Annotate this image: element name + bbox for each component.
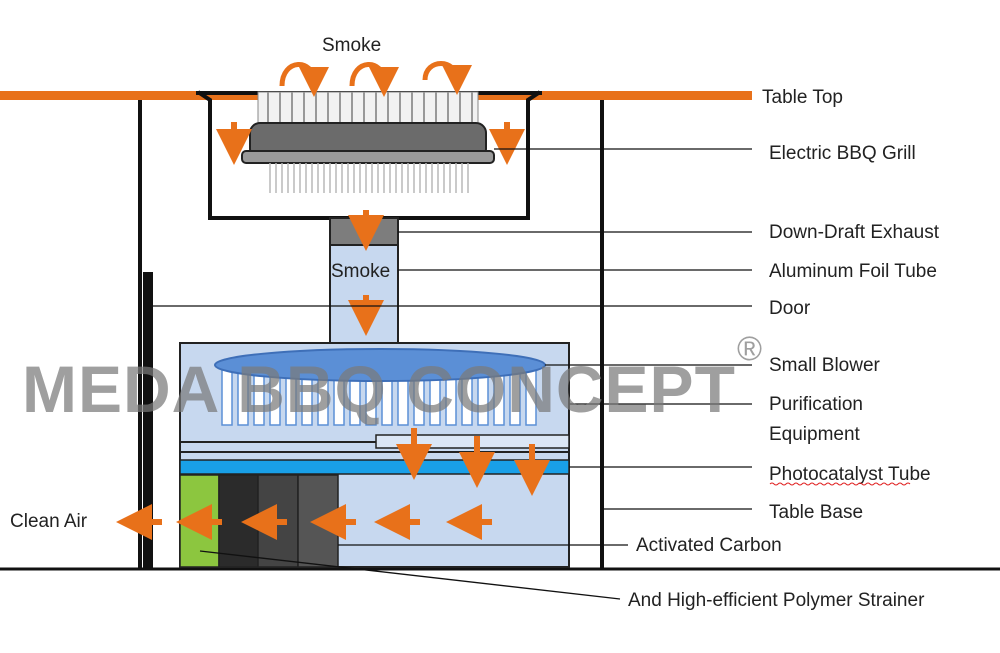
leader-polymer-strainer xyxy=(199,550,621,600)
label-purification-line2: Equipment xyxy=(769,424,861,445)
electric-bbq-grill xyxy=(241,91,495,193)
label-purification-line1: Purification xyxy=(769,394,863,415)
down-arrows-chamber xyxy=(396,428,550,496)
label-electric-bbq-grill: Electric BBQ Grill xyxy=(769,143,916,164)
door xyxy=(143,272,153,568)
down-arrows-grill-well xyxy=(216,122,525,165)
label-activated-carbon: Activated Carbon xyxy=(636,535,782,556)
watermark-text: MEDA BBQ CONCEPT xyxy=(22,352,736,426)
aluminum-foil-tube xyxy=(329,244,399,344)
label-aluminum-foil-tube: Aluminum Foil Tube xyxy=(769,261,937,282)
registered-mark: ® xyxy=(737,330,762,368)
blower-fins xyxy=(221,364,537,426)
grill-top-grates xyxy=(267,92,473,124)
leader-lines xyxy=(153,148,752,600)
smoke-curl-arrow-3 xyxy=(422,61,472,95)
grill-heating-fins xyxy=(269,163,469,193)
label-smoke-tube: Smoke xyxy=(331,261,390,282)
label-door: Door xyxy=(769,298,811,319)
grill-rim xyxy=(241,150,495,164)
label-photocatalyst-tube: Photocatalyst Tube xyxy=(769,464,931,485)
purification-equipment-duct xyxy=(375,434,570,449)
label-smoke-top: Smoke xyxy=(322,35,381,56)
label-table-base: Table Base xyxy=(769,502,863,523)
label-table-top: Table Top xyxy=(762,87,843,108)
label-down-draft-exhaust: Down-Draft Exhaust xyxy=(769,222,940,243)
smoke-curl-arrows xyxy=(279,61,472,97)
smoke-curl-arrow-2 xyxy=(349,62,399,97)
spellcheck-underline xyxy=(769,482,911,486)
label-polymer-strainer: And High-efficient Polymer Strainer xyxy=(628,590,925,611)
photocatalyst-tube xyxy=(179,459,570,475)
smoke-curl-arrow-1 xyxy=(279,62,329,97)
label-clean-air: Clean Air xyxy=(10,511,88,532)
small-blower xyxy=(214,348,546,426)
label-small-blower: Small Blower xyxy=(769,355,881,376)
